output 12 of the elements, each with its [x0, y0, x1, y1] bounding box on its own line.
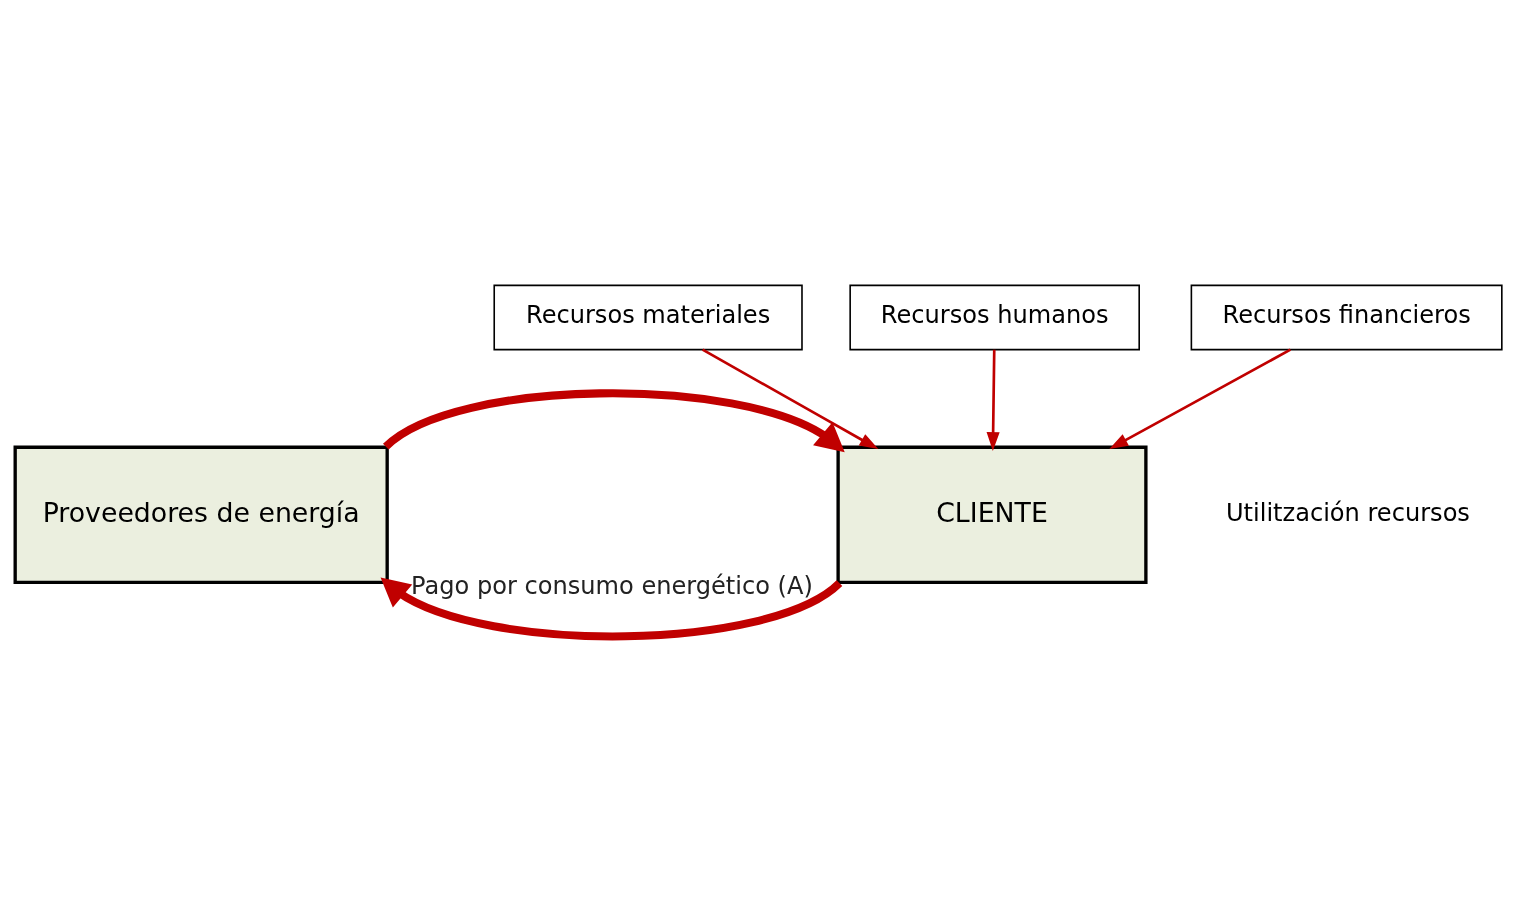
- arrow: [383, 389, 845, 453]
- node-box: Recursos financieros: [1190, 284, 1503, 351]
- node-box: CLIENTE: [836, 445, 1148, 585]
- arrow: [986, 349, 1000, 451]
- arrow: [1109, 348, 1292, 450]
- arrow: [380, 577, 842, 641]
- arrow: [701, 348, 879, 450]
- label: Utilitzación recursos: [1225, 498, 1470, 527]
- node-box: Recursos humanos: [849, 284, 1140, 351]
- edge-label: Pago por consumo energético (A): [411, 572, 813, 601]
- node-box: Proveedores de energía: [13, 445, 389, 585]
- node-box: Recursos materiales: [493, 284, 803, 351]
